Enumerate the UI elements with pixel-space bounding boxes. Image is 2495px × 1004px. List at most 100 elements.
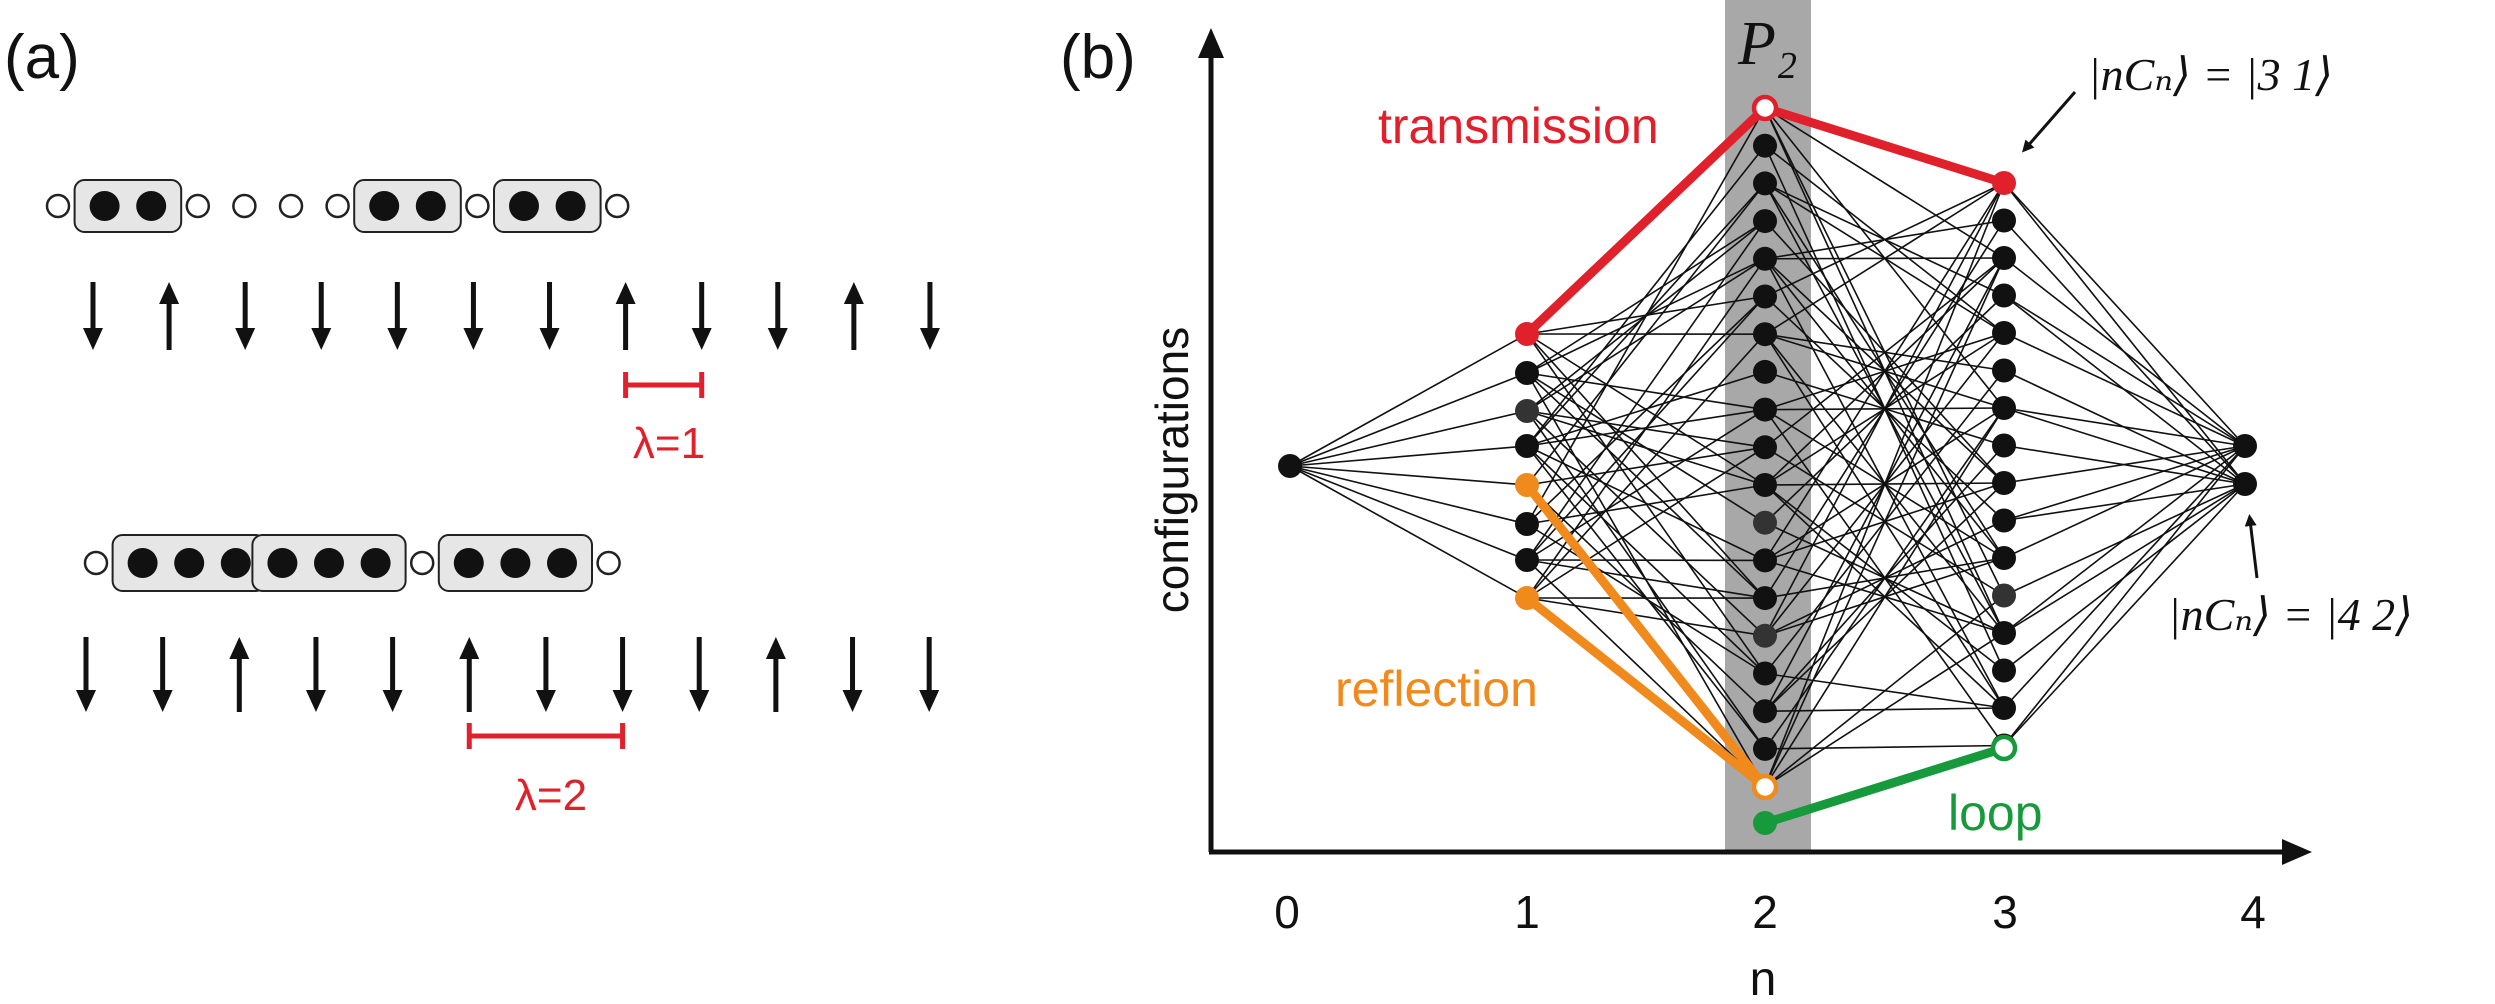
- configuration-edge: [1526, 559, 1766, 599]
- arrow-head: [691, 328, 712, 350]
- ket-label-top: |nCₙ⟩ = |3 1⟩: [2088, 49, 2333, 100]
- configuration-node: [1515, 586, 1539, 610]
- configuration-edge: [1526, 182, 1766, 486]
- occupied-site: [360, 548, 391, 578]
- loop-label: loop: [1948, 785, 2043, 841]
- configuration-edge: [2003, 483, 2246, 634]
- occupied-site: [267, 548, 298, 578]
- configuration-node: [1753, 209, 1777, 234]
- configuration-node: [1515, 399, 1539, 423]
- configuration-node: [1515, 548, 1539, 572]
- configuration-node: [1992, 658, 2016, 683]
- configuration-node: [1753, 284, 1777, 309]
- configuration-edge: [1526, 597, 1766, 637]
- spin-up-arrow: [615, 282, 636, 350]
- arrow-head: [767, 328, 788, 350]
- x-tick-4: 4: [2240, 886, 2266, 938]
- configuration-nodes: [1278, 94, 2257, 835]
- configuration-node: [1753, 586, 1777, 611]
- x-tick-1: 1: [1514, 886, 1540, 938]
- panel-a: (a) λ=1 λ=2: [4, 23, 940, 820]
- configuration-node: [1515, 322, 1539, 346]
- configuration-node: [1753, 435, 1777, 460]
- arrow-head: [615, 282, 636, 304]
- arrow-head: [463, 328, 484, 350]
- configuration-edge: [1764, 182, 2005, 637]
- configuration-edges: [1289, 107, 2246, 788]
- spin-down-arrow: [76, 637, 96, 712]
- spin-down-arrow: [767, 282, 788, 350]
- configuration-node: [1753, 359, 1777, 384]
- configuration-edge: [1289, 465, 1528, 561]
- occupied-site: [555, 191, 586, 221]
- arrow-head: [152, 690, 173, 712]
- configuration-edge: [1289, 465, 1528, 599]
- arrow-head: [689, 690, 710, 712]
- x-tick-2: 2: [1752, 886, 1778, 938]
- spin-up-arrow: [159, 282, 180, 350]
- configuration-edge: [1526, 446, 1766, 599]
- spin-down-arrow: [919, 282, 940, 350]
- panel-b: (b) P2 configurations n 0 1 2 3 4 transm…: [1060, 0, 2413, 1004]
- arrow-head: [159, 282, 180, 304]
- configuration-edge: [1764, 182, 2005, 561]
- x-axis-label: n: [1750, 953, 1777, 1004]
- configuration-edge: [1764, 407, 2005, 788]
- spin-down-arrow: [152, 637, 173, 712]
- configuration-node: [1753, 397, 1777, 422]
- occupied-site: [89, 191, 120, 221]
- loop-node: [1753, 811, 1777, 835]
- arrow-head: [305, 690, 326, 712]
- configuration-node: [1753, 699, 1777, 724]
- configuration-edge: [2003, 445, 2246, 522]
- lambda-1-label: λ=1: [633, 419, 705, 468]
- occupied-site: [509, 191, 539, 221]
- arrow-head: [235, 328, 256, 350]
- reflection-path-b: [1522, 593, 1770, 792]
- arrow-head: [535, 690, 556, 712]
- x-tick-0: 0: [1274, 886, 1300, 938]
- configuration-edge: [2003, 294, 2246, 447]
- configuration-edge: [1289, 445, 1528, 467]
- configuration-node: [2233, 472, 2257, 496]
- arrow-head: [539, 328, 560, 350]
- configuration-edge: [1764, 257, 2005, 448]
- configuration-edge: [2003, 182, 2246, 447]
- reflection-open-node: [1751, 773, 1779, 801]
- spin-down-arrow: [842, 637, 863, 712]
- spin-down-arrow: [387, 282, 408, 350]
- configuration-node: [2233, 434, 2257, 458]
- y-axis-label: configurations: [1146, 327, 1198, 613]
- ket-top-pointer: [2022, 91, 2077, 153]
- spin-up-arrow: [843, 282, 864, 350]
- configuration-node: [1515, 473, 1539, 497]
- configuration-edge: [2003, 445, 2246, 634]
- arrow-head: [842, 690, 863, 712]
- configuration-edge: [2003, 445, 2246, 484]
- lambda-2-label: λ=2: [515, 771, 587, 820]
- configuration-node: [1515, 361, 1539, 385]
- configuration-edge: [1526, 484, 1766, 525]
- spin-down-arrow: [689, 637, 710, 712]
- transmission-open-node: [1751, 94, 1779, 122]
- occupied-site: [369, 191, 400, 221]
- panel-a-row2: [76, 534, 940, 749]
- configuration-node: [1992, 471, 2016, 495]
- configuration-edge: [1764, 594, 2005, 788]
- arrow-head: [311, 328, 332, 350]
- spin-down-arrow: [919, 637, 940, 712]
- occupied-site: [547, 548, 577, 578]
- configuration-node: [1753, 510, 1777, 535]
- spin-up-arrow: [459, 637, 480, 712]
- reflection-path-a: [1522, 480, 1770, 792]
- configuration-node: [1753, 246, 1777, 271]
- spin-down-arrow: [382, 637, 403, 712]
- configuration-node: [1753, 171, 1777, 196]
- arrow-head: [843, 282, 864, 304]
- configuration-node: [1753, 548, 1777, 573]
- occupied-site: [127, 548, 158, 578]
- configuration-node: [1992, 696, 2016, 720]
- empty-site: [278, 193, 304, 219]
